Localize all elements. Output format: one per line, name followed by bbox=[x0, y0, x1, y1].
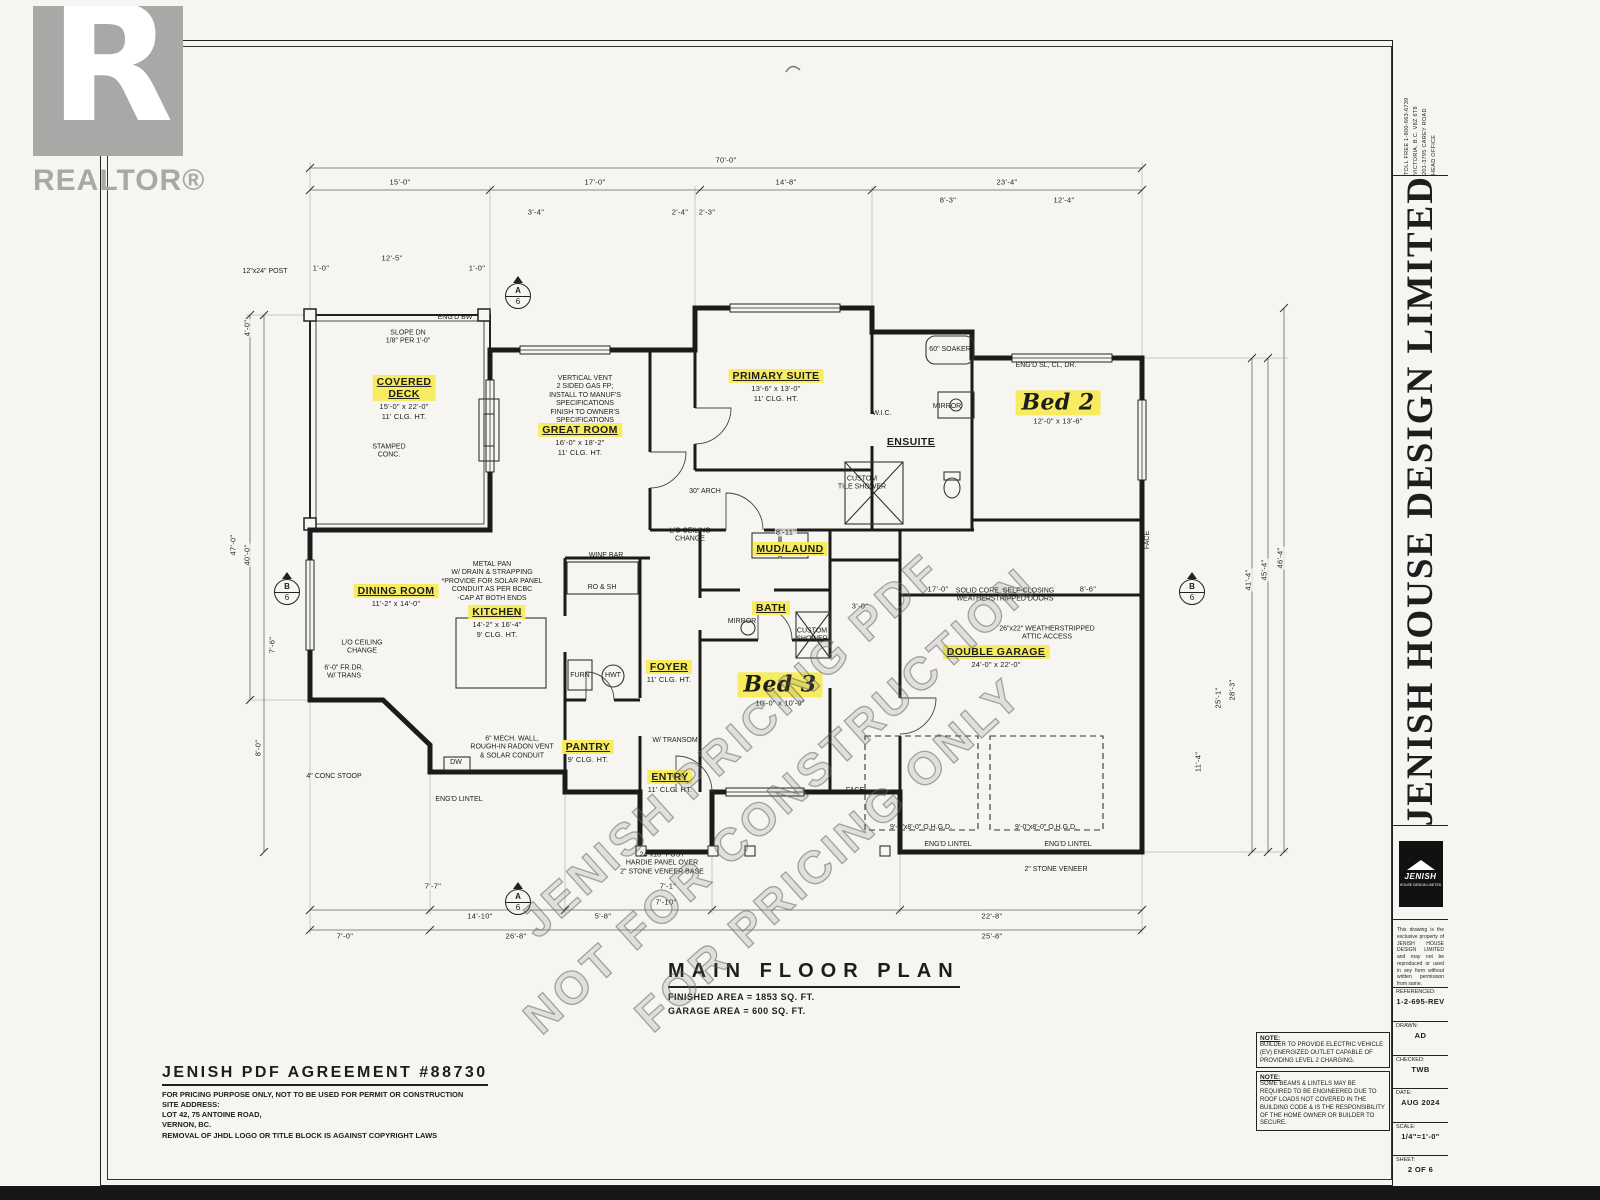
field-label: CHECKED: bbox=[1396, 1056, 1425, 1063]
pen-mark bbox=[785, 65, 801, 73]
field-value: 1/4"=1'-0" bbox=[1401, 1131, 1440, 1141]
titleblock-field: SCALE:1/4"=1'-0" bbox=[1393, 1121, 1448, 1155]
note-title: NOTE: bbox=[1260, 1035, 1281, 1042]
titleblock-field: DATE:AUG 2024 bbox=[1393, 1088, 1448, 1121]
note-body: BUILDER TO PROVIDE ELECTRIC VEHICLE (EV)… bbox=[1260, 1042, 1384, 1064]
copyright-paragraph: This drawing is the exclusive property o… bbox=[1393, 924, 1448, 988]
notes-box: NOTE:BUILDER TO PROVIDE ELECTRIC VEHICLE… bbox=[1256, 1032, 1390, 1134]
agreement-line: SITE ADDRESS: bbox=[162, 1100, 220, 1110]
note: NOTE:BUILDER TO PROVIDE ELECTRIC VEHICLE… bbox=[1256, 1032, 1390, 1069]
realtor-r-icon: R bbox=[33, 6, 183, 156]
realtor-wordmark: REALTOR® bbox=[33, 164, 206, 197]
jenish-logo-subtext: HOUSE DESIGN LIMITED bbox=[1399, 883, 1442, 887]
agreement-lines: FOR PRICING PURPOSE ONLY, NOT TO BE USED… bbox=[162, 1090, 488, 1141]
agreement-line: FOR PRICING PURPOSE ONLY, NOT TO BE USED… bbox=[162, 1090, 464, 1099]
field-value: 1-2-695-REV bbox=[1396, 997, 1445, 1006]
note-title: NOTE: bbox=[1260, 1074, 1281, 1082]
walls bbox=[307, 305, 1145, 855]
finished-area: FINISHED AREA = 1853 SQ. FT. bbox=[668, 992, 815, 1002]
dimension-lines bbox=[245, 162, 1289, 935]
jenish-logo-text: JENISH bbox=[1404, 872, 1437, 881]
roof-icon bbox=[1406, 860, 1435, 870]
note-body: SOME BEAMS & LINTELS MAY BE REQUIRED TO … bbox=[1260, 1081, 1385, 1127]
titleblock-field: CHECKED:TWB bbox=[1393, 1054, 1448, 1088]
office-line: HEAD OFFICE bbox=[1431, 134, 1437, 175]
field-label: SCALE: bbox=[1396, 1123, 1416, 1130]
realtor-r-letter: R bbox=[49, 6, 174, 156]
agreement-title: JENISH PDF AGREEMENT #88730 bbox=[162, 1064, 488, 1086]
windows bbox=[305, 303, 1147, 797]
sheet-border-inner bbox=[107, 46, 1392, 1180]
company-name: JENISH HOUSE DESIGN LIMITED bbox=[1400, 174, 1441, 827]
agreement-line: VERNON, BC. bbox=[162, 1120, 212, 1130]
titleblock-field: REFERENCED: 1-2-695-REV bbox=[1393, 988, 1448, 1021]
field-value: TWB bbox=[1411, 1064, 1430, 1074]
office-line: 201-3795 CAREY ROAD bbox=[1422, 108, 1428, 175]
field-label: DATE: bbox=[1396, 1090, 1412, 1097]
office-line: VICTORIA, B.C. V8Z 6T8 bbox=[1413, 106, 1419, 175]
field-value: AD bbox=[1414, 1031, 1427, 1041]
deck-structure bbox=[303, 308, 491, 531]
titleblock-field: DRAWN:AD bbox=[1393, 1021, 1448, 1054]
jenish-logo-box: JENISH HOUSE DESIGN LIMITED bbox=[1398, 840, 1443, 907]
realtor-logo-block: R REALTOR® bbox=[33, 6, 206, 198]
titleblock-field: SHEET:2 OF 6 bbox=[1393, 1154, 1448, 1188]
field-label: SHEET: bbox=[1396, 1156, 1416, 1163]
bottom-scan-bar bbox=[0, 1186, 1600, 1200]
plan-title-block: MAIN FLOOR PLAN FINISHED AREA = 1853 SQ.… bbox=[668, 960, 960, 1016]
field-value: AUG 2024 bbox=[1401, 1098, 1440, 1108]
agreement-line: REMOVAL OF JHDL LOGO OR TITLE BLOCK IS A… bbox=[162, 1130, 438, 1140]
note: NOTE:SOME BEAMS & LINTELS MAY BE REQUIRE… bbox=[1256, 1071, 1390, 1132]
field-label: DRAWN: bbox=[1396, 1023, 1419, 1030]
office-line: TOLL FREE 1-800-663-6739 bbox=[1404, 97, 1410, 175]
plan-title: MAIN FLOOR PLAN bbox=[668, 960, 960, 988]
company-name-vertical: JENISH HOUSE DESIGN LIMITED bbox=[1393, 174, 1448, 827]
agreement-block: JENISH PDF AGREEMENT #88730 FOR PRICING … bbox=[162, 1064, 488, 1141]
field-value: 2 OF 6 bbox=[1407, 1164, 1434, 1174]
jenish-logo: JENISH HOUSE DESIGN LIMITED bbox=[1393, 828, 1448, 920]
garage-area: GARAGE AREA = 600 SQ. FT. bbox=[668, 1006, 806, 1016]
agreement-line: LOT 42, 75 ANTOINE ROAD, bbox=[162, 1110, 262, 1120]
field-label: REFERENCED: bbox=[1396, 989, 1436, 995]
fixtures bbox=[443, 335, 1104, 857]
